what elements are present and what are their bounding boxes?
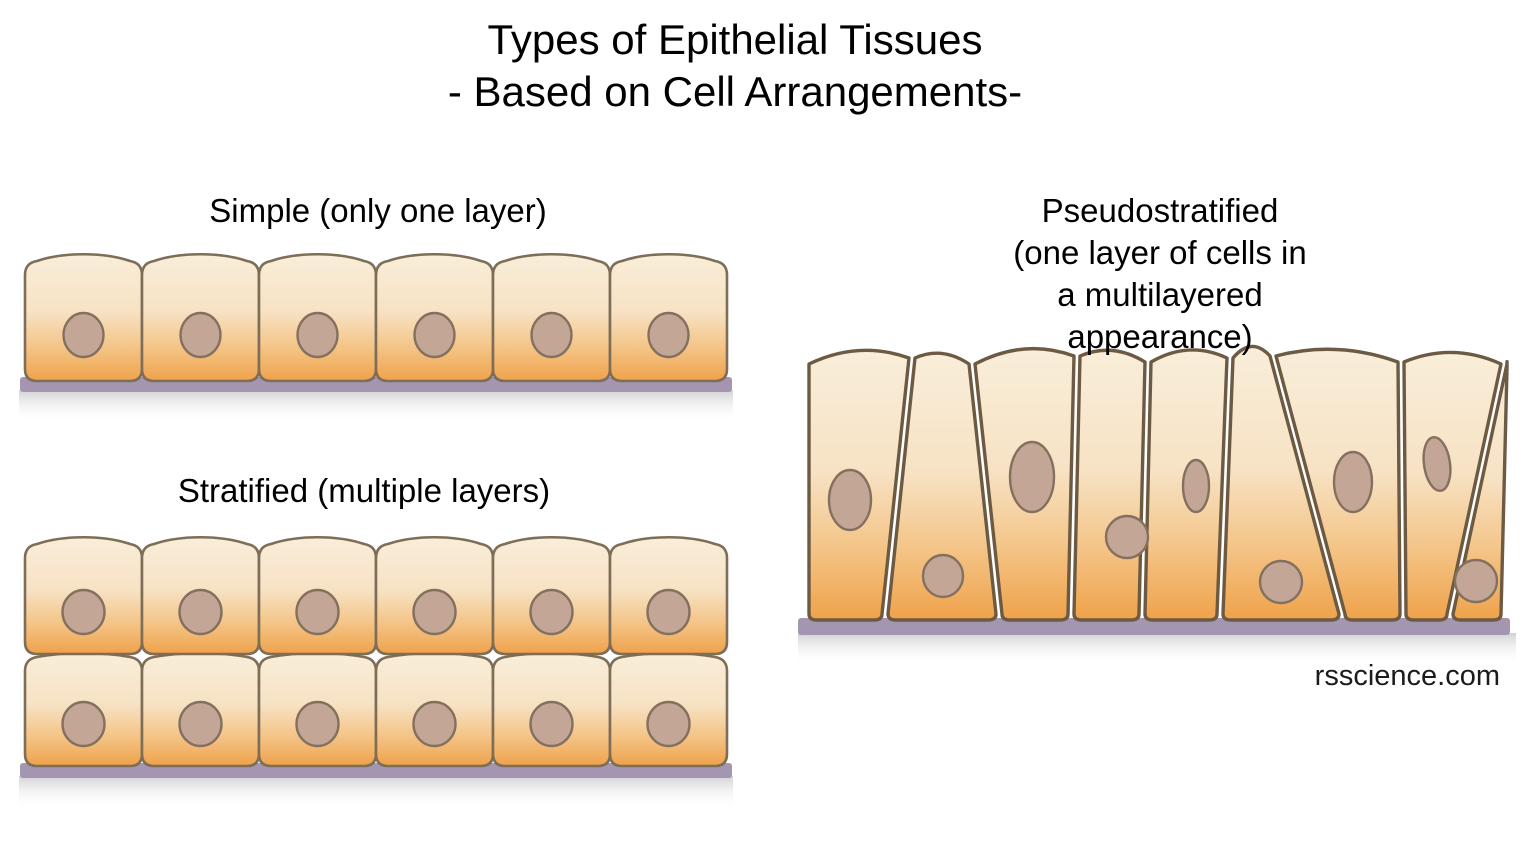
cell-nucleus xyxy=(296,311,339,359)
cell-nucleus xyxy=(61,700,106,748)
cell-nucleus xyxy=(179,311,222,359)
columnar-cell xyxy=(1221,344,1341,622)
page-title-line-2: - Based on Cell Arrangements- xyxy=(447,68,1023,115)
simple-tissue xyxy=(19,252,733,422)
cell-nucleus xyxy=(1258,559,1304,605)
page-title: Types of Epithelial Tissues - Based on C… xyxy=(448,14,1022,118)
page-title-line-1: Types of Epithelial Tissues xyxy=(487,16,983,63)
cell-nucleus xyxy=(529,588,574,636)
cell-nucleus xyxy=(178,588,223,636)
basement-membrane xyxy=(798,618,1510,635)
cell-nucleus xyxy=(412,588,457,636)
section-label-simple: Simple (only one layer) xyxy=(209,192,547,229)
columnar-cell xyxy=(1451,360,1509,622)
section-label-stratified: Stratified (multiple layers) xyxy=(177,472,551,509)
pseudostratified-tissue xyxy=(798,344,1516,665)
cell-nucleus xyxy=(412,700,457,748)
cell-nucleus xyxy=(921,553,965,599)
cell-nucleus xyxy=(1453,558,1499,604)
reflection-shadow xyxy=(19,390,733,422)
section-label-pseudostratified: Pseudostratified (one layer of cells in … xyxy=(1013,192,1307,355)
cell-nucleus xyxy=(827,468,873,532)
columnar-cell xyxy=(1402,350,1503,622)
cell-nucleus xyxy=(646,588,691,636)
cell-nucleus xyxy=(1181,458,1211,514)
columnar-cell xyxy=(1072,348,1147,622)
watermark-rsscience: rsscience.com xyxy=(1314,660,1500,692)
cell-nucleus xyxy=(61,588,106,636)
cell-nucleus xyxy=(1332,450,1374,514)
cell-nucleus xyxy=(529,700,574,748)
cell-nucleus xyxy=(1422,436,1452,492)
reflection-shadow xyxy=(19,776,733,808)
cell-nucleus xyxy=(530,311,573,359)
cell-nucleus xyxy=(1104,514,1150,560)
columnar-cell xyxy=(886,351,998,622)
cell-nucleus xyxy=(62,311,105,359)
cell-nucleus xyxy=(647,311,690,359)
cell-nucleus xyxy=(178,700,223,748)
reflection-shadow xyxy=(798,633,1516,665)
cell-nucleus xyxy=(1008,440,1056,514)
stratified-tissue xyxy=(19,535,733,808)
cell-nucleus xyxy=(413,311,456,359)
cell-nucleus xyxy=(295,588,340,636)
cell-nucleus xyxy=(295,700,340,748)
cell-nucleus xyxy=(646,700,691,748)
